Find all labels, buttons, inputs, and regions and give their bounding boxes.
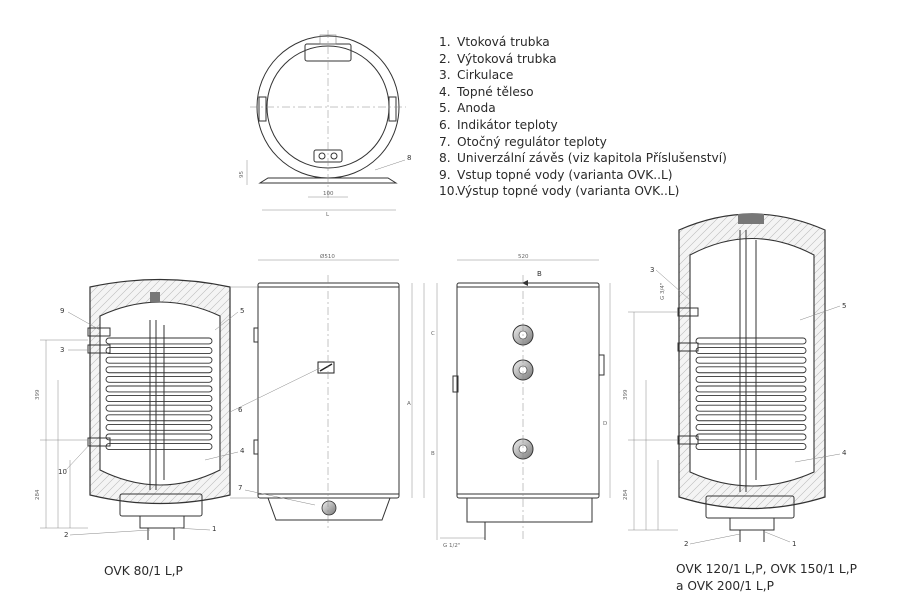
- ovk80-callout-9: 9: [60, 307, 64, 315]
- ovk200-callout-3: 3: [650, 266, 654, 274]
- ovk80-callout-2: 2: [64, 531, 68, 539]
- ovk80-tank: [99, 301, 221, 486]
- coil-loop: [105, 347, 213, 355]
- front-view-body: [257, 282, 400, 499]
- ovk200-cover: [729, 517, 775, 531]
- coil-loop: [105, 375, 213, 383]
- ovk200-circulation-inlet: [677, 342, 699, 352]
- coil-loop: [695, 404, 807, 412]
- coil-loop: [695, 395, 807, 403]
- coil-loop: [695, 366, 807, 374]
- caption-ovk200-line2: a OVK 200/1 L,P: [676, 579, 774, 593]
- coil-loop: [105, 423, 213, 431]
- coil-loop: [105, 404, 213, 412]
- ovk80-callout-1: 1: [212, 525, 216, 533]
- front-view-thermostat-knob: [321, 500, 337, 516]
- front-view-dim-a: A: [407, 401, 411, 407]
- legend-item-10: 10.Výstup topné vody (varianta OVK..L): [439, 184, 680, 199]
- coil-loop: [695, 414, 807, 422]
- top-view-width-label: 100: [323, 191, 334, 197]
- legend-item-6: 6.Indikátor teploty: [439, 117, 558, 132]
- ovk200-heating-coil: [695, 337, 807, 451]
- side-view-view-b: B: [537, 270, 542, 278]
- legend-item-4: 4.Topné těleso: [439, 84, 534, 99]
- top-view: 100 L 95 8: [239, 30, 411, 218]
- ovk80-heating-outlet: [87, 437, 111, 447]
- ovk200-callout-2: 2: [684, 540, 688, 548]
- legend-item-7: 7.Otočný regulátor teploty: [439, 134, 607, 149]
- legend-item-2: 2.Výtoková trubka: [439, 51, 557, 66]
- coil-loop: [695, 443, 807, 451]
- legend-item-8: 8.Univerzální závěs (viz kapitola Příslu…: [439, 151, 727, 166]
- side-view-bottom-cover: [466, 497, 593, 523]
- ovk200-callout-1: 1: [792, 540, 796, 548]
- coil-loop: [695, 356, 807, 364]
- coil-loop: [105, 414, 213, 422]
- coil-loop: [105, 443, 213, 451]
- ovk80-callout-3: 3: [60, 346, 64, 354]
- legend-item-9: 9.Vstup topné vody (varianta OVK..L): [439, 167, 673, 182]
- ovk80-heating-coil: [105, 337, 213, 451]
- front-view-width-label: Ø510: [320, 253, 335, 260]
- ovk200-callout-5: 5: [842, 302, 846, 310]
- legend-item-5: 5.Anoda: [439, 101, 496, 116]
- front-view-dim-c: C: [431, 331, 435, 337]
- ovk80-callout-10: 10: [58, 468, 67, 476]
- coil-loop: [695, 385, 807, 393]
- side-view: 520 B D G 1/2": [436, 254, 611, 549]
- coil-loop: [695, 337, 807, 345]
- caption-ovk200-line1: OVK 120/1 L,P, OVK 150/1 L,P: [676, 562, 857, 576]
- ovk200-thread-label: G 3/4": [660, 283, 666, 300]
- legend-item-1: 1.Vtoková trubka: [439, 35, 550, 49]
- ovk80-cover: [139, 515, 185, 529]
- legend-item-3: 3.Cirkulace: [439, 68, 514, 83]
- ovk80-circulation-inlet: [87, 344, 111, 354]
- ovk80-callout-4: 4: [240, 447, 245, 455]
- top-view-depth-label: 95: [239, 171, 245, 178]
- front-view-callout-7: 7: [238, 484, 242, 492]
- legend-list: 1.Vtoková trubka 2.Výtoková trubka 3.Cir…: [439, 34, 727, 200]
- coil-loop: [105, 385, 213, 393]
- top-view-side-lug: [258, 96, 267, 122]
- ovk200-section-view: 399 284 G 3/4" 3 5 4 2 1: [623, 213, 847, 548]
- ovk200-399-label: 399: [623, 389, 629, 400]
- coil-loop: [105, 366, 213, 374]
- coil-loop: [695, 423, 807, 431]
- ovk80-399-label: 399: [35, 389, 41, 400]
- ovk80-callout-5: 5: [240, 307, 244, 315]
- coil-loop: [105, 433, 213, 441]
- coil-loop: [695, 347, 807, 355]
- side-view-hanger: [598, 354, 605, 376]
- side-view-thread-label: G 1/2": [443, 543, 460, 549]
- top-view-side-lug-right: [388, 96, 397, 122]
- coil-loop: [695, 375, 807, 383]
- coil-loop: [695, 433, 807, 441]
- front-view: Ø510 A C B 6 7: [229, 253, 435, 530]
- caption-ovk80: OVK 80/1 L,P: [104, 564, 183, 578]
- top-view-base-plate: [258, 177, 398, 184]
- ovk80-top-plug: [150, 292, 160, 302]
- top-view-callout-8: 8: [407, 154, 411, 162]
- ovk80-heating-inlet: [87, 327, 111, 337]
- ovk200-callout-4: 4: [842, 449, 847, 457]
- side-view-width-label: 520: [518, 254, 529, 260]
- ovk200-top-plug: [738, 214, 764, 224]
- coil-loop: [105, 395, 213, 403]
- ovk80-section-view: 399 284 9 3 10 5 4 2 1: [35, 278, 245, 540]
- front-view-callout-6: 6: [238, 406, 243, 414]
- ovk200-284-label: 284: [623, 489, 629, 500]
- ovk80-284-label: 284: [35, 489, 41, 500]
- coil-loop: [105, 356, 213, 364]
- coil-loop: [105, 337, 213, 345]
- front-view-dim-b: B: [431, 451, 435, 457]
- front-view-bottom-cover: [267, 497, 391, 521]
- top-view-l-label: L: [326, 212, 330, 218]
- side-view-dim-d: D: [603, 421, 607, 427]
- side-view-body: [456, 282, 600, 499]
